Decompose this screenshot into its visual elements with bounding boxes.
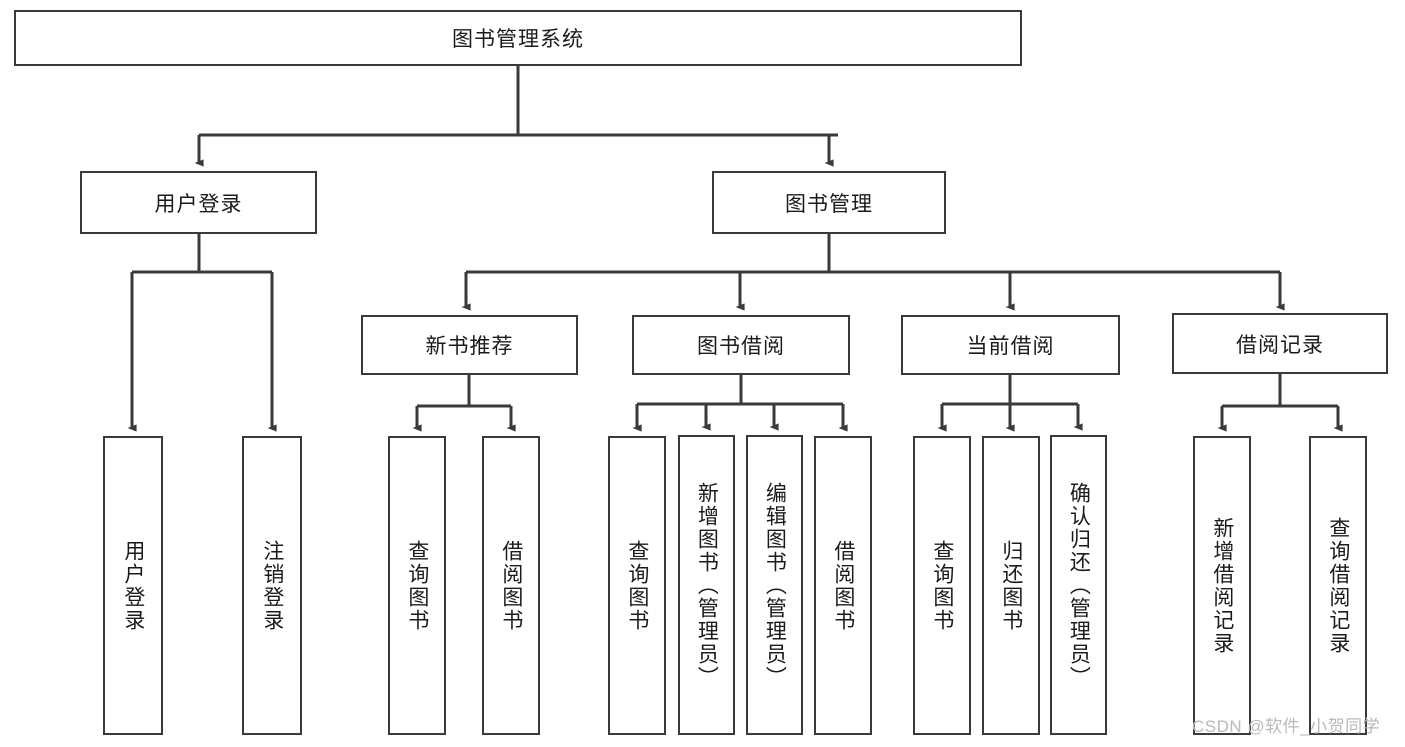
node-leaf-query-book-3[interactable]: 查询图书: [913, 436, 971, 735]
node-label: 用户登录: [154, 192, 243, 216]
node-label: 查询图书: [625, 539, 649, 632]
node-label: 图书管理系统: [452, 28, 584, 51]
node-label: 新增图书（管理员）: [695, 481, 719, 689]
node-leaf-edit-book[interactable]: 编辑图书（管理员）: [746, 435, 803, 735]
node-leaf-query-book-1[interactable]: 查询图书: [388, 436, 446, 735]
node-label: 借阅记录: [1236, 333, 1324, 357]
node-label: 图书借阅: [697, 335, 785, 358]
node-new-book-recommend[interactable]: 新书推荐: [361, 315, 578, 375]
node-label: 编辑图书（管理员）: [763, 481, 787, 689]
node-book-manage[interactable]: 图书管理: [712, 171, 946, 234]
node-leaf-query-record[interactable]: 查询借阅记录: [1309, 436, 1367, 735]
node-book-borrow[interactable]: 图书借阅: [632, 315, 850, 375]
node-label: 当前借阅: [966, 335, 1055, 358]
node-leaf-borrow-book-1[interactable]: 借阅图书: [482, 436, 540, 735]
node-leaf-add-record[interactable]: 新增借阅记录: [1193, 436, 1251, 735]
node-label: 借阅图书: [499, 539, 523, 632]
node-leaf-logout-login[interactable]: 注销登录: [242, 436, 302, 735]
node-root-system[interactable]: 图书管理系统: [14, 10, 1022, 66]
node-leaf-user-login[interactable]: 用户登录: [103, 436, 163, 735]
node-label: 注销登录: [260, 539, 284, 632]
node-label: 借阅图书: [831, 539, 855, 632]
node-label: 用户登录: [121, 539, 145, 632]
node-leaf-add-book[interactable]: 新增图书（管理员）: [678, 435, 735, 735]
node-label: 查询借阅记录: [1326, 516, 1350, 655]
node-label: 确认归还（管理员）: [1067, 481, 1091, 689]
node-label: 查询图书: [405, 539, 429, 632]
node-leaf-borrow-book-2[interactable]: 借阅图书: [814, 436, 872, 735]
node-leaf-confirm-return[interactable]: 确认归还（管理员）: [1050, 435, 1107, 735]
node-leaf-query-book-2[interactable]: 查询图书: [608, 436, 666, 735]
node-label: 归还图书: [999, 539, 1023, 632]
node-user-login[interactable]: 用户登录: [80, 171, 317, 234]
node-label: 新增借阅记录: [1210, 516, 1234, 655]
node-current-borrow[interactable]: 当前借阅: [901, 315, 1120, 375]
node-label: 查询图书: [930, 539, 954, 632]
csdn-watermark: CSDN @软件_小贺同学: [1192, 717, 1381, 736]
node-label: 新书推荐: [425, 335, 514, 358]
node-leaf-return-book[interactable]: 归还图书: [982, 436, 1040, 735]
node-label: 图书管理: [785, 192, 873, 216]
node-borrow-record[interactable]: 借阅记录: [1172, 313, 1388, 374]
